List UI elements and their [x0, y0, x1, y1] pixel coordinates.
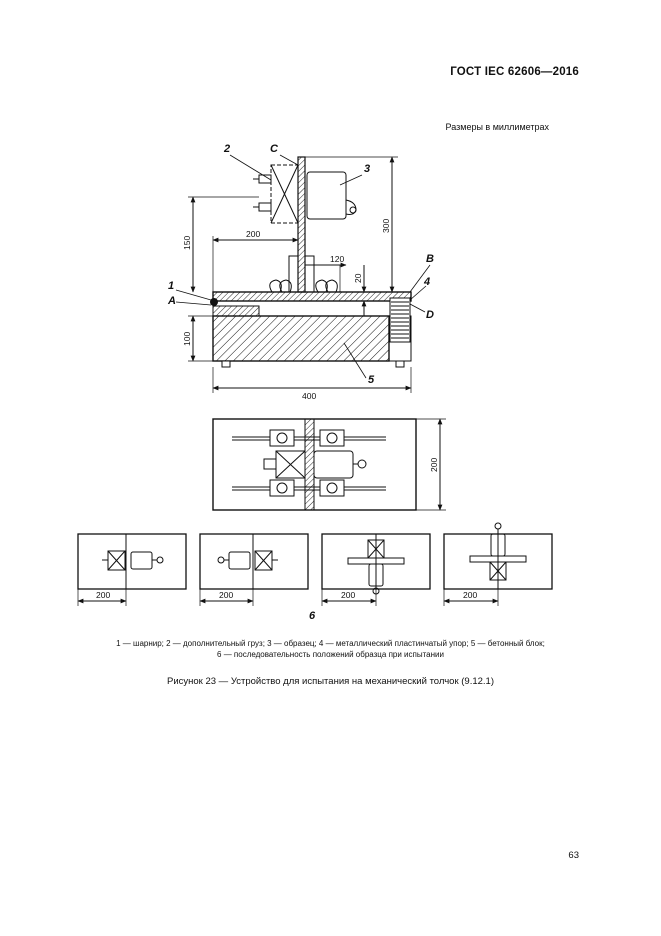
dim-seq-2: 200: [219, 590, 233, 600]
figure-legend: 1 — шарнир; 2 — дополнительный груз; 3 —…: [40, 638, 621, 660]
plan-post: [304, 418, 315, 511]
label-3: 3: [364, 163, 370, 175]
additional-weight: [270, 164, 299, 224]
plan-view: [212, 418, 446, 511]
figure-23-drawing: 2 C 3 1 A B 4 D 5 200 150 300 120 20 100…: [77, 143, 553, 620]
dim-120: 120: [330, 254, 344, 264]
label-5: 5: [368, 374, 375, 386]
label-C: C: [270, 143, 279, 155]
dim-300: 300: [381, 219, 391, 233]
hinge: [210, 298, 218, 306]
figure-caption: Рисунок 23 — Устройство для испытания на…: [167, 676, 494, 687]
dim-150: 150: [182, 236, 192, 250]
label-B: B: [426, 253, 434, 265]
dim-seq-1: 200: [96, 590, 110, 600]
metal-stop: [389, 297, 411, 343]
label-6: 6: [309, 610, 316, 620]
dim-seq-3: 200: [341, 590, 355, 600]
concrete-block: [212, 315, 390, 362]
pivot-board: [212, 291, 412, 302]
legend-line-1: 1 — шарнир; 2 — дополнительный груз; 3 —…: [116, 639, 545, 648]
dim-400: 400: [302, 391, 316, 401]
label-4: 4: [423, 276, 430, 288]
label-A: A: [167, 295, 176, 307]
legend-line-2: 6 — последовательность положений образца…: [217, 650, 444, 659]
dimensions-note: Размеры в миллиметрах: [445, 122, 549, 132]
spring-stack: [391, 301, 409, 339]
hinge-support: [212, 305, 260, 317]
label-2: 2: [223, 143, 230, 155]
dim-200-top: 200: [246, 229, 260, 239]
sample: [306, 171, 347, 220]
sequence-positions: [77, 522, 553, 606]
dim-20: 20: [353, 273, 363, 283]
label-D: D: [426, 309, 434, 321]
dim-100: 100: [182, 332, 192, 346]
standard-code: ГОСТ IEC 62606—2016: [450, 66, 579, 78]
label-1: 1: [168, 280, 174, 292]
page-number: 63: [568, 850, 579, 861]
elevation-view: [175, 154, 431, 393]
vertical-post: [297, 156, 306, 293]
dim-seq-4: 200: [463, 590, 477, 600]
dim-200-plan: 200: [429, 458, 439, 472]
